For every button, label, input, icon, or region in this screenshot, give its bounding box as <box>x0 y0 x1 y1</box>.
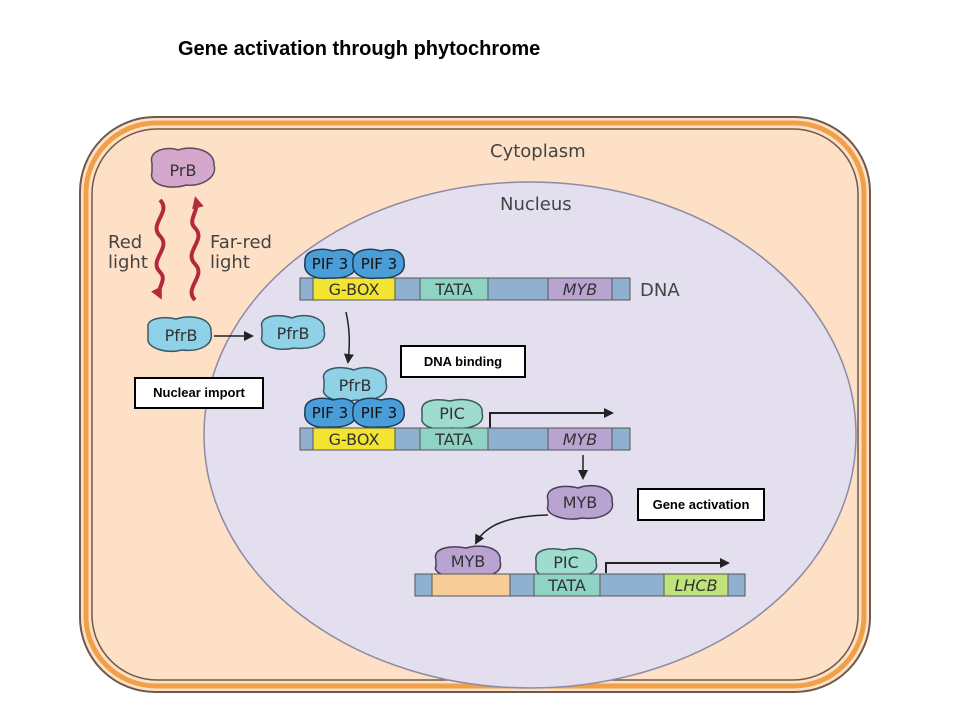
page-title: Gene activation through phytochrome <box>178 38 541 60</box>
myb-bound-label: MYB <box>451 552 486 571</box>
cytoplasm-label: Cytoplasm <box>490 141 586 162</box>
nucleus-label: Nucleus <box>500 194 572 215</box>
gbox-1 <box>312 277 396 301</box>
myb-gene-1 <box>547 277 613 301</box>
far-red-light-label-line1: Far-red <box>210 232 272 253</box>
tata-1 <box>419 277 489 301</box>
dna-strand-3: TATA LHCB <box>414 573 746 597</box>
gbox-label-1: G-BOX <box>329 280 380 299</box>
pic-label-3: PIC <box>553 553 579 572</box>
pfrb-protein-cytoplasm: PfrB <box>147 316 213 352</box>
red-light-arrow <box>151 198 166 300</box>
red-light-label-line1: Red <box>108 232 142 253</box>
lhcb-gene-label-3: LHCB <box>674 576 717 595</box>
pif3-dimer-1: PIF 3 PIF 3 <box>304 248 405 280</box>
pfrb-label-bound: PfrB <box>339 376 372 395</box>
pfrb-label-cytoplasm: PfrB <box>165 326 198 345</box>
pfrb-protein-boundary: PfrB <box>260 314 326 350</box>
tata-2 <box>419 427 489 451</box>
pif3-label-2a: PIF 3 <box>312 404 348 422</box>
gbox-label-2: G-BOX <box>329 430 380 449</box>
pic-label-2: PIC <box>439 404 465 423</box>
myb-binding-arrow <box>475 514 549 545</box>
far-red-light-label-line2: light <box>210 252 250 273</box>
myb-protein: MYB <box>546 484 614 520</box>
far-red-light-arrow <box>189 196 204 302</box>
myb-protein-label: MYB <box>563 493 598 512</box>
tata-label-1: TATA <box>434 280 473 299</box>
binding-arrow <box>343 311 354 364</box>
gene-activation-label: Gene activation <box>637 488 765 521</box>
transcription-arrow-lhcb <box>605 558 730 573</box>
red-light-label-line2: light <box>108 252 148 273</box>
dna-binding-label: DNA binding <box>400 345 526 378</box>
prb-protein: PrB <box>150 147 216 188</box>
pif3-label-2b: PIF 3 <box>361 404 397 422</box>
myb-gene-2 <box>547 427 613 451</box>
tata-label-3: TATA <box>547 576 586 595</box>
pfrb-label-boundary: PfrB <box>277 324 310 343</box>
pfrb-protein-bound: PfrB <box>322 366 388 402</box>
pif3-label-1b: PIF 3 <box>361 255 397 273</box>
lhcb-gene-3 <box>663 573 729 597</box>
pic-protein-2: PIC <box>421 398 484 430</box>
tata-label-2: TATA <box>434 430 473 449</box>
transcription-arrow-myb <box>489 408 614 428</box>
myb-gene-label-1: MYB <box>563 280 598 299</box>
red-light-label: Red light <box>108 232 148 273</box>
dna-strand-1: G-BOX TATA MYB <box>299 277 631 301</box>
dna-label: DNA <box>640 280 680 301</box>
pif3-dimer-2: PIF 3 PIF 3 <box>304 397 405 429</box>
tata-3 <box>533 573 601 597</box>
cell-wall-orange <box>83 120 867 689</box>
prb-label: PrB <box>170 161 197 180</box>
nuclear-import-label: Nuclear import <box>134 377 264 409</box>
myb-site-3 <box>431 573 511 597</box>
myb-protein-bound: MYB <box>434 545 502 578</box>
myb-gene-label-2: MYB <box>563 430 598 449</box>
far-red-light-label: Far-red light <box>210 232 278 273</box>
dna-strand-2: G-BOX TATA MYB <box>299 427 631 451</box>
pif3-label-1a: PIF 3 <box>312 255 348 273</box>
gbox-2 <box>312 427 396 451</box>
pic-protein-3: PIC <box>535 547 598 579</box>
